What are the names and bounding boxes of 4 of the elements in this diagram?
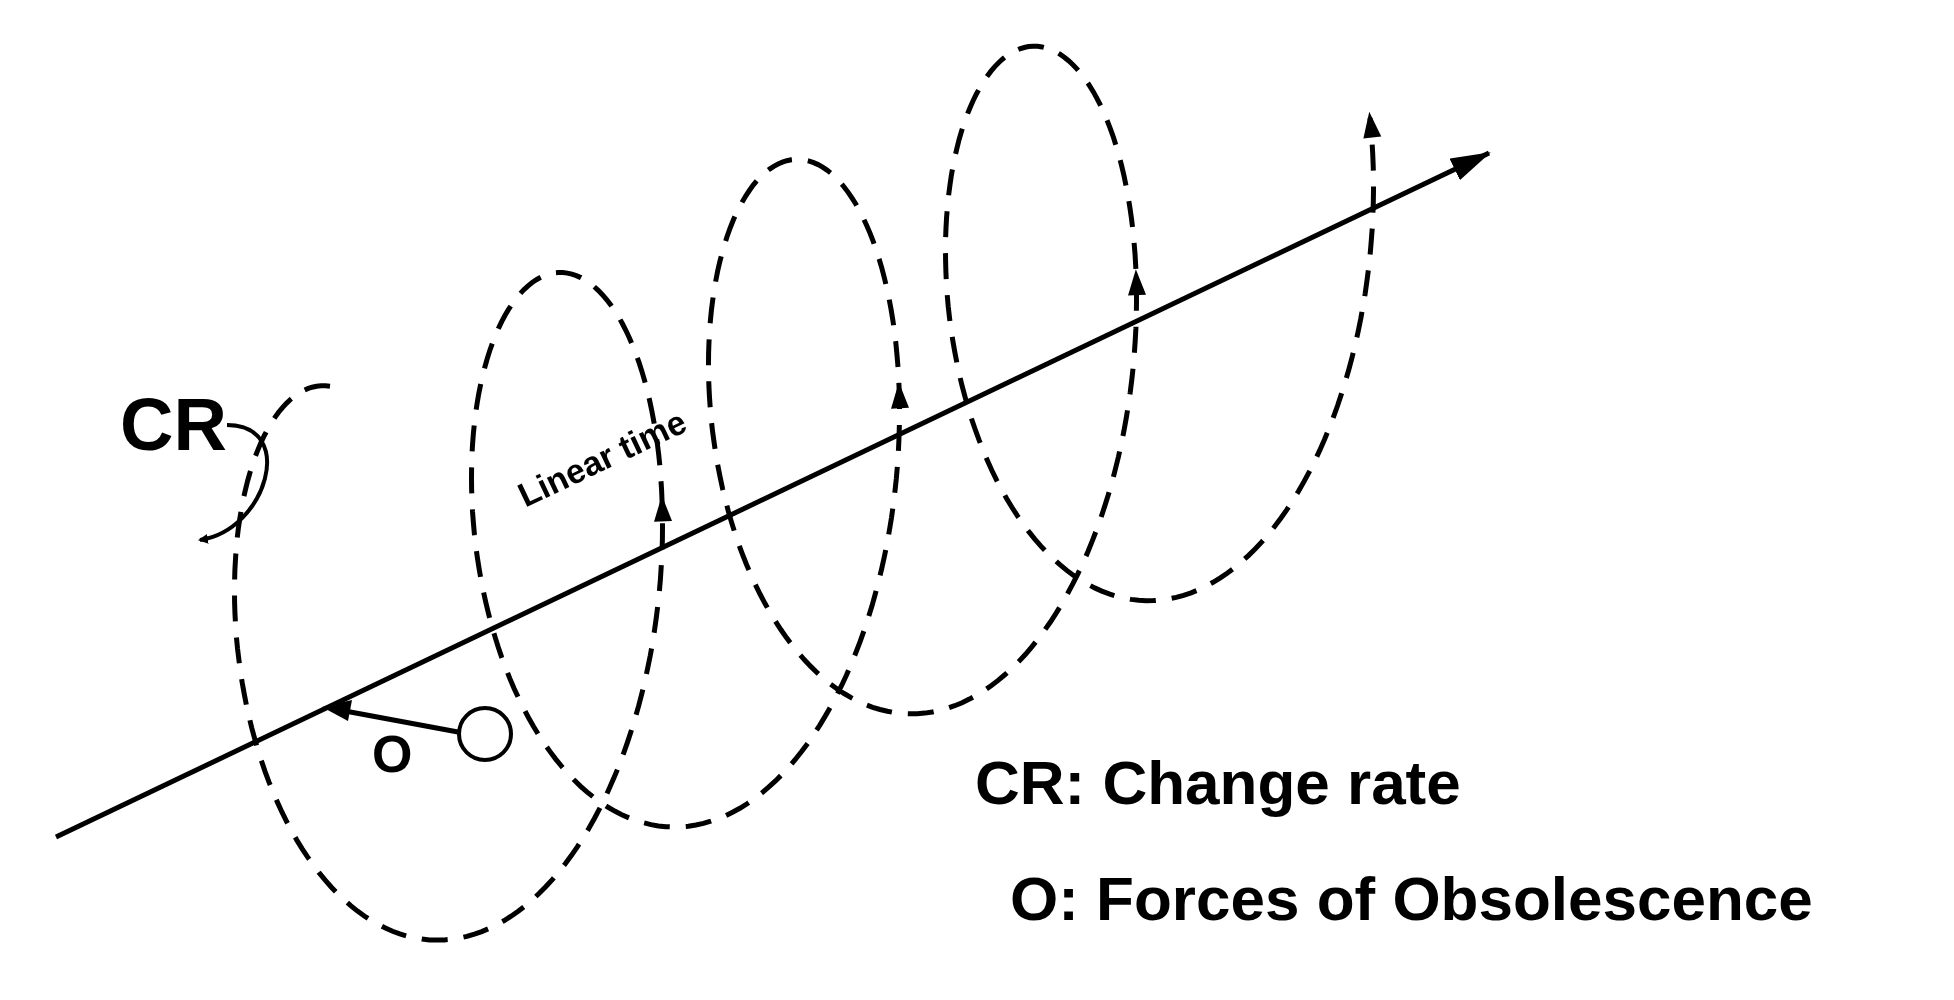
callout-label: CR	[120, 388, 227, 462]
leader-line	[198, 423, 269, 543]
force-label: O	[372, 728, 413, 780]
legend-text: O: Forces of Obsolescence	[1010, 868, 1813, 930]
